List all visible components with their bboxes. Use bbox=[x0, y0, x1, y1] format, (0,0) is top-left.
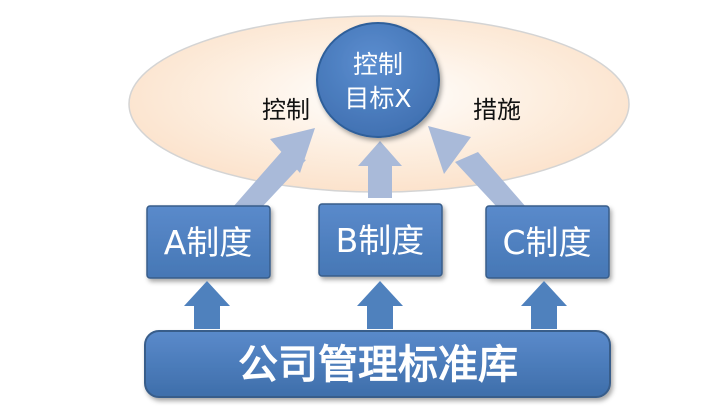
system-box-c bbox=[485, 205, 610, 279]
arrows-to-systems bbox=[184, 281, 567, 329]
arrow-b-to-goal bbox=[358, 141, 402, 198]
system-label-c: C制度 bbox=[502, 223, 591, 262]
arrow-base-to-a bbox=[184, 281, 230, 329]
system-box-a bbox=[146, 205, 271, 279]
goal-circle bbox=[316, 22, 440, 138]
goal-line1: 控制 bbox=[353, 50, 403, 79]
system-label-a: A制度 bbox=[164, 223, 253, 262]
arrows-to-goal bbox=[233, 126, 526, 207]
system-box-b bbox=[318, 203, 443, 277]
arrow-a-to-goal bbox=[233, 128, 315, 207]
arrow-base-to-b bbox=[357, 281, 403, 329]
base-label: 公司管理标准库 bbox=[238, 342, 518, 388]
left-label: 控制 bbox=[262, 96, 310, 124]
base-box bbox=[144, 330, 611, 398]
right-label: 措施 bbox=[473, 96, 521, 124]
arrow-c-to-goal bbox=[428, 126, 526, 207]
arrow-base-to-c bbox=[521, 281, 567, 329]
system-label-b: B制度 bbox=[336, 221, 425, 260]
goal-line2: 目标X bbox=[344, 84, 411, 113]
